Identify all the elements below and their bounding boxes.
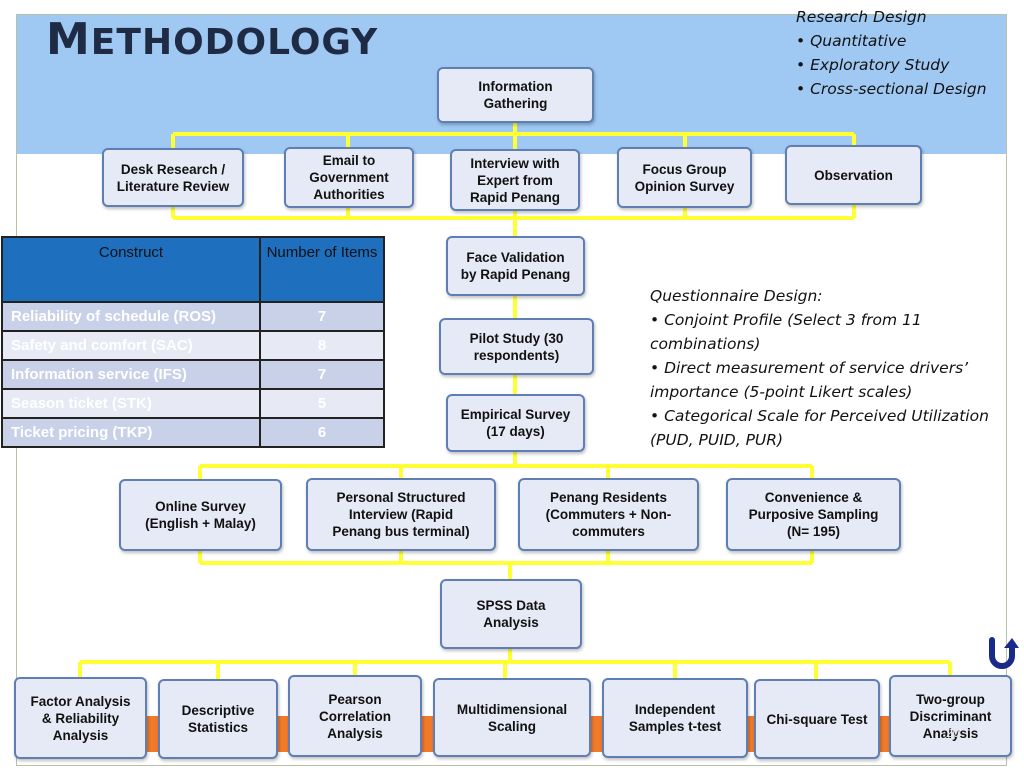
table-row: Ticket pricing (TKP) 6 <box>1 417 385 448</box>
box-spss-analysis: SPSS Data Analysis <box>440 579 582 649</box>
research-design-note: Research Design • Quantitative • Explora… <box>796 5 987 101</box>
questionnaire-item: • Conjoint Profile (Select 3 from 11 com… <box>650 311 922 353</box>
questionnaire-item: • Categorical Scale for Perceived Utiliz… <box>650 407 989 449</box>
box-face-validation: Face Validation by Rapid Penang <box>446 236 585 296</box>
box-chi-square: Chi-square Test <box>754 679 880 759</box>
box-penang-residents: Penang Residents (Commuters + Non- commu… <box>518 478 699 551</box>
construct-cell: Reliability of schedule (ROS) <box>1 301 261 332</box>
table-row: Reliability of schedule (ROS) 7 <box>1 301 385 332</box>
items-cell: 7 <box>259 301 385 332</box>
return-arrow-icon[interactable] <box>984 636 1020 670</box>
box-empirical-survey: Empirical Survey (17 days) <box>446 394 585 452</box>
construct-cell: Ticket pricing (TKP) <box>1 417 261 448</box>
items-cell: 8 <box>259 330 385 361</box>
box-independent-t-test: Independent Samples t-test <box>602 678 748 758</box>
research-design-heading: Research Design <box>796 8 927 26</box>
box-online-survey: Online Survey (English + Malay) <box>119 479 282 551</box>
box-information-gathering: Information Gathering <box>437 67 594 123</box>
questionnaire-heading: Questionnaire Design: <box>650 287 823 305</box>
page-number: 20 <box>946 726 960 740</box>
research-design-item: • Exploratory Study <box>796 56 950 74</box>
box-personal-interview: Personal Structured Interview (Rapid Pen… <box>306 478 496 551</box>
column-header-construct: Construct <box>1 236 261 303</box>
table-header-row: Construct Number of Items <box>1 236 385 303</box>
box-email-authorities: Email to Government Authorities <box>284 147 414 208</box>
items-cell: 6 <box>259 417 385 448</box>
construct-cell: Information service (IFS) <box>1 359 261 390</box>
box-pilot-study: Pilot Study (30 respondents) <box>439 318 594 375</box>
questionnaire-design-note: Questionnaire Design: • Conjoint Profile… <box>650 284 1020 452</box>
box-factor-analysis: Factor Analysis & Reliability Analysis <box>14 677 147 759</box>
questionnaire-item: • Direct measurement of service drivers’… <box>650 359 969 401</box>
column-header-items: Number of Items <box>259 236 385 303</box>
box-pearson-correlation: Pearson Correlation Analysis <box>288 675 422 757</box>
research-design-item: • Cross-sectional Design <box>796 80 987 98</box>
table-row: Information service (IFS) 7 <box>1 359 385 390</box>
box-convenience-sampling: Convenience & Purposive Sampling (N= 195… <box>726 478 901 551</box>
box-multidimensional-scaling: Multidimensional Scaling <box>433 678 591 757</box>
table-row: Safety and comfort (SAC) 8 <box>1 330 385 361</box>
items-cell: 7 <box>259 359 385 390</box>
research-design-item: • Quantitative <box>796 32 907 50</box>
box-desk-research: Desk Research / Literature Review <box>102 148 244 207</box>
slide-title: METHODOLOGY <box>46 14 379 65</box>
items-cell: 5 <box>259 388 385 419</box>
box-discriminant-analysis: Two-group Discriminant Analysis <box>889 675 1012 757</box>
box-observation: Observation <box>785 145 922 205</box>
box-expert-interview: Interview with Expert from Rapid Penang <box>450 149 580 211</box>
box-focus-group: Focus Group Opinion Survey <box>617 147 752 208</box>
box-descriptive-statistics: Descriptive Statistics <box>158 679 278 759</box>
construct-cell: Safety and comfort (SAC) <box>1 330 261 361</box>
table-row: Season ticket (STK) 5 <box>1 388 385 419</box>
construct-table: Construct Number of Items Reliability of… <box>1 236 385 448</box>
construct-cell: Season ticket (STK) <box>1 388 261 419</box>
